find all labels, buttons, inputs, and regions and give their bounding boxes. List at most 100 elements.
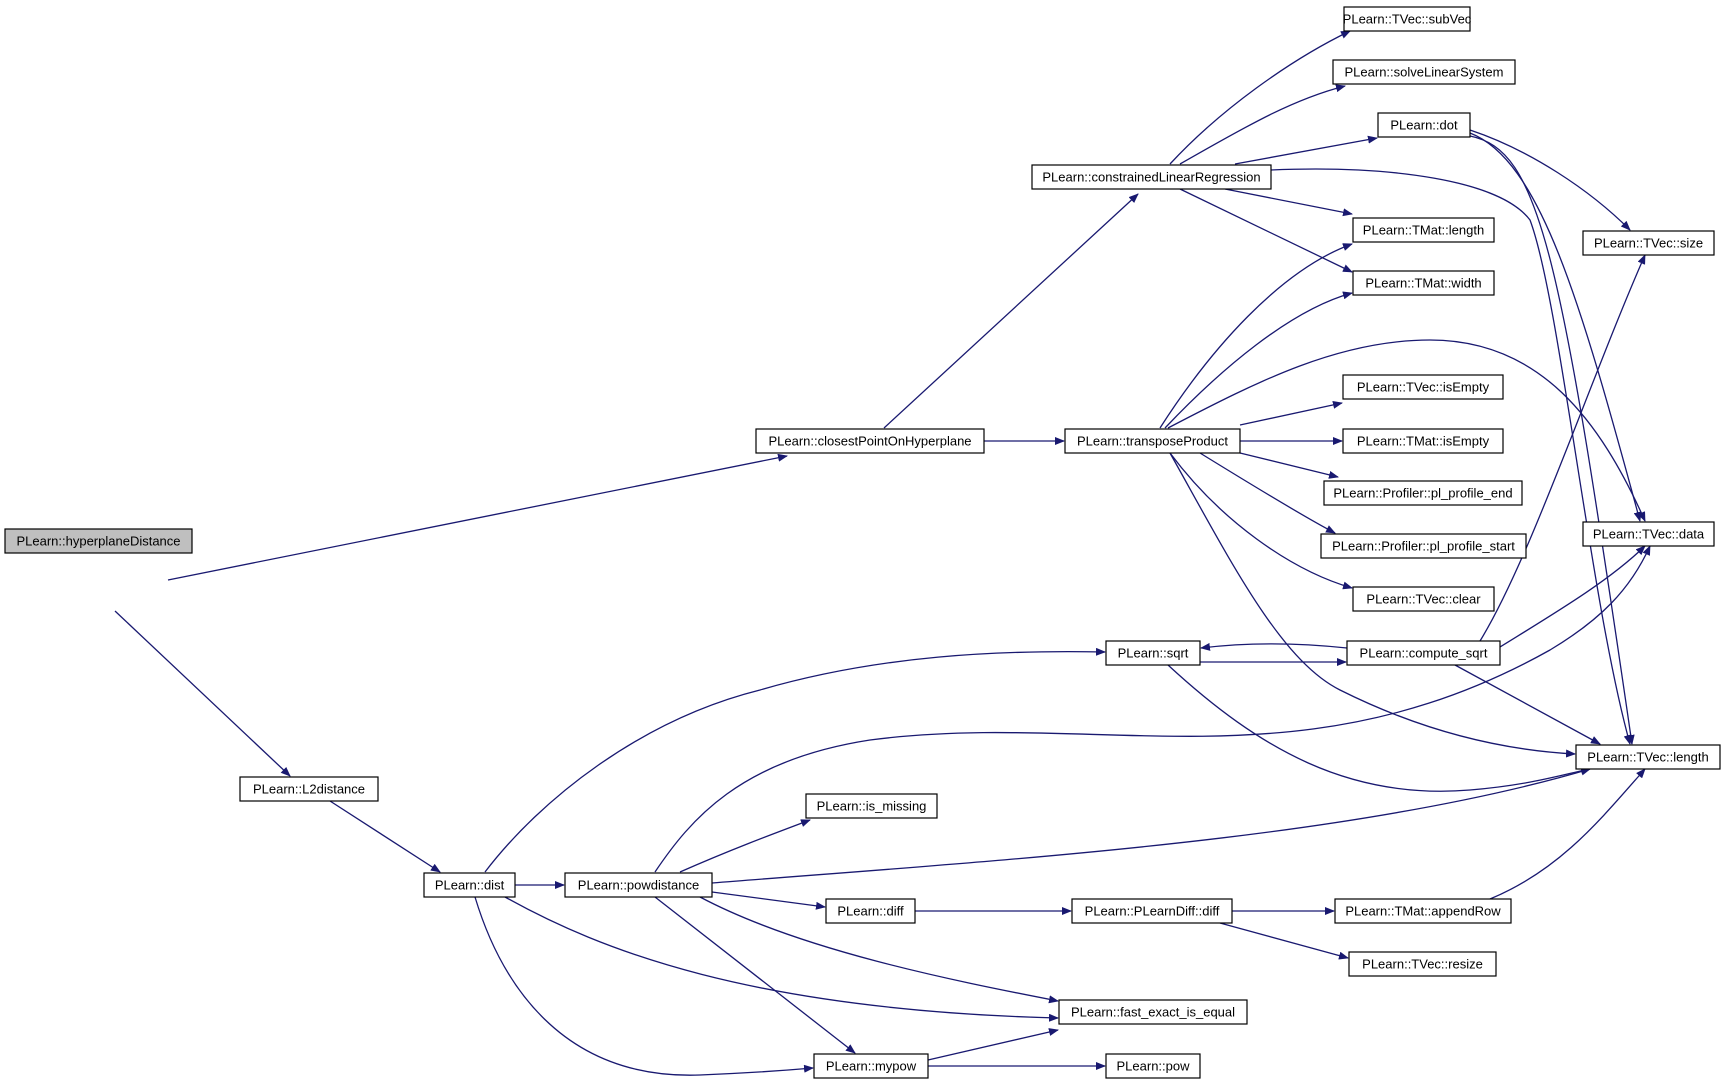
node-hyperplaneDistance[interactable]: PLearn::hyperplaneDistance [4,528,193,554]
node-box [1105,1053,1201,1079]
edge-constrainedLinearRegression-to-dot [1234,135,1378,165]
node-label: PLearn::TMat::isEmpty [1357,434,1490,449]
node-mypow[interactable]: PLearn::mypow [813,1053,929,1079]
edge-dist-to-mypow [474,896,814,1076]
edge-dist-to-fast_exact_is_equal [504,896,1059,1022]
node-is_missing[interactable]: PLearn::is_missing [805,793,938,819]
node-box [1323,480,1523,506]
edge-powdistance-to-is_missing [679,819,811,873]
node-label: PLearn::closestPointOnHyperplane [768,434,971,449]
node-diff[interactable]: PLearn::diff [825,898,916,924]
node-label: PLearn::Profiler::pl_profile_end [1333,486,1512,501]
node-label: PLearn::TVec::subVec [1343,12,1472,27]
edge-compute_sqrt-to-TVec_data [1499,545,1646,648]
node-box [1352,217,1495,243]
node-box [423,872,516,898]
node-box [1334,898,1512,924]
node-box [1105,640,1201,666]
edge-constrainedLinearRegression-to-TMat_width [1179,188,1353,273]
edge-constrainedLinearRegression-to-solveLinearSystem [1179,84,1346,165]
node-dot[interactable]: PLearn::dot [1377,112,1471,138]
node-pl_profile_start[interactable]: PLearn::Profiler::pl_profile_start [1320,533,1527,559]
node-powdistance[interactable]: PLearn::powdistance [564,872,713,898]
node-label: PLearn::TMat::width [1365,276,1481,291]
node-box [1348,951,1497,977]
node-closestPointOnHyperplane[interactable]: PLearn::closestPointOnHyperplane [755,428,985,454]
node-box [1582,230,1715,256]
node-label: PLearn::TVec::length [1587,750,1708,765]
node-TMat_isEmpty[interactable]: PLearn::TMat::isEmpty [1342,428,1504,454]
node-box [813,1053,929,1079]
node-box [1342,428,1504,454]
node-TVec_length[interactable]: PLearn::TVec::length [1575,744,1721,770]
node-label: PLearn::TVec::isEmpty [1357,380,1490,395]
node-box [1582,521,1715,547]
edges [114,30,1651,1076]
edge-powdistance-to-TVec_length [711,767,1591,884]
node-TVec_subVec[interactable]: PLearn::TVec::subVec [1343,6,1472,32]
node-box [239,776,379,802]
edge-constrainedLinearRegression-to-TVec_length [1270,168,1632,745]
edge-dot-to-TVec_size [1469,129,1631,231]
node-label: PLearn::TVec::size [1594,236,1703,251]
node-box [1342,374,1504,400]
node-sqrt[interactable]: PLearn::sqrt [1105,640,1201,666]
edge-constrainedLinearRegression-to-TMat_length [1224,188,1353,217]
edge-closestPointOnHyperplane-to-constrainedLinearRegression [883,193,1139,429]
node-TVec_resize[interactable]: PLearn::TVec::resize [1348,951,1497,977]
edge-transposeProduct-to-TVec_data [1167,339,1646,522]
node-box [1071,898,1233,924]
node-box [1352,586,1495,612]
node-label: PLearn::fast_exact_is_equal [1071,1005,1235,1020]
edge-transposeProduct-to-TMat_length [1159,243,1353,429]
node-label: PLearn::transposeProduct [1077,434,1228,449]
node-label: PLearn::L2distance [253,782,365,797]
node-box [1320,533,1527,559]
edge-transposeProduct-to-TVec_length [1169,452,1576,758]
node-label: PLearn::pow [1117,1059,1191,1074]
edge-compute_sqrt-to-TVec_size [1479,254,1646,642]
node-constrainedLinearRegression[interactable]: PLearn::constrainedLinearRegression [1031,164,1272,190]
node-label: PLearn::solveLinearSystem [1345,65,1504,80]
node-TMat_appendRow[interactable]: PLearn::TMat::appendRow [1334,898,1512,924]
node-dist[interactable]: PLearn::dist [423,872,516,898]
edge-transposeProduct-to-TVec_clear [1169,452,1353,590]
node-TMat_width[interactable]: PLearn::TMat::width [1352,270,1495,296]
node-box [1332,59,1516,85]
node-box [1346,640,1501,666]
edge-dist-to-sqrt [484,647,1106,873]
edge-PLearnDiff_diff-to-TVec_resize [1219,922,1349,960]
nodes: PLearn::hyperplaneDistancePLearn::L2dist… [4,6,1721,1079]
node-fast_exact_is_equal[interactable]: PLearn::fast_exact_is_equal [1058,999,1248,1025]
node-PLearnDiff_diff[interactable]: PLearn::PLearnDiff::diff [1071,898,1233,924]
node-label: PLearn::TVec::clear [1366,592,1481,607]
node-TVec_size[interactable]: PLearn::TVec::size [1582,230,1715,256]
node-transposeProduct[interactable]: PLearn::transposeProduct [1064,428,1241,454]
node-pow[interactable]: PLearn::pow [1105,1053,1201,1079]
node-TVec_clear[interactable]: PLearn::TVec::clear [1352,586,1495,612]
node-pl_profile_end[interactable]: PLearn::Profiler::pl_profile_end [1323,480,1523,506]
edge-sqrt-to-TVec_length [1167,664,1591,792]
node-label: PLearn::TVec::resize [1362,957,1483,972]
node-label: PLearn::TMat::length [1363,223,1484,238]
edge-compute_sqrt-to-sqrt [1200,642,1348,651]
edge-dot-to-TVec_length [1469,135,1635,745]
node-compute_sqrt[interactable]: PLearn::compute_sqrt [1346,640,1501,666]
node-TMat_length[interactable]: PLearn::TMat::length [1352,217,1495,243]
node-TVec_isEmpty[interactable]: PLearn::TVec::isEmpty [1342,374,1504,400]
node-label: PLearn::sqrt [1118,646,1189,661]
edge-powdistance-to-fast_exact_is_equal [699,896,1059,1004]
node-solveLinearSystem[interactable]: PLearn::solveLinearSystem [1332,59,1516,85]
node-TVec_data[interactable]: PLearn::TVec::data [1582,521,1715,547]
node-label: PLearn::dist [435,878,505,893]
edge-transposeProduct-to-pl_profile_start [1199,452,1336,534]
edge-powdistance-to-diff [711,891,826,910]
edge-hyperplaneDistance-to-L2distance [114,610,291,777]
edge-transposeProduct-to-pl_profile_end [1239,452,1339,479]
node-box [825,898,916,924]
node-box [564,872,713,898]
node-label: PLearn::PLearnDiff::diff [1085,904,1220,919]
node-label: PLearn::powdistance [578,878,699,893]
node-L2distance[interactable]: PLearn::L2distance [239,776,379,802]
